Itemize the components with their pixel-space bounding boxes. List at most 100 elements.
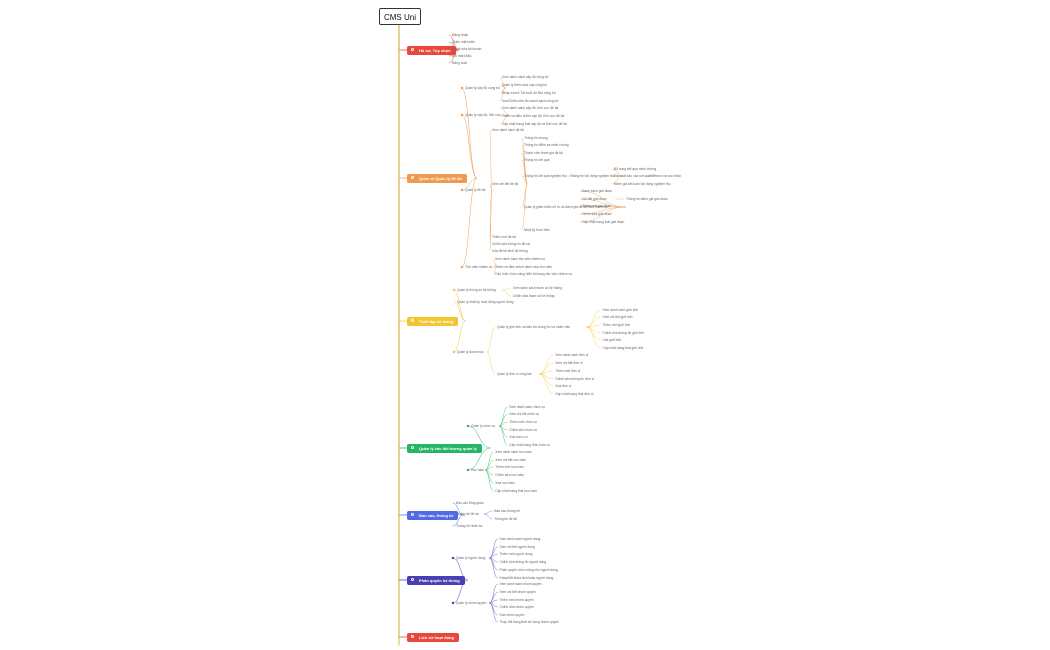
mind-map-node[interactable]: Xóa học hàm	[495, 481, 515, 485]
mind-map-node[interactable]: Xem chi tiết nhóm quyền	[499, 590, 536, 594]
mind-map-node[interactable]: Xem danh sách giới tính	[602, 308, 639, 312]
mind-map-node[interactable]: Thống kê nhân sự	[456, 524, 483, 528]
mind-map-node[interactable]: Báo cáo tổng quan	[456, 501, 484, 505]
mind-map-node[interactable]: Chỉnh sửa học hàm	[495, 473, 525, 477]
mind-map-node[interactable]: Thư viện nhiệm vụ	[465, 265, 493, 269]
mind-map-node[interactable]: Xóa đề tài khỏi hệ thống	[492, 249, 528, 253]
mind-map-node[interactable]: Chỉnh sửa nhóm quyền	[499, 605, 534, 609]
mind-map-node[interactable]: Nhật ký thực hiện	[524, 228, 550, 232]
mind-map-node[interactable]: Xem danh sách cấp độ, lĩnh vực đề tài	[502, 106, 559, 110]
mind-map-node[interactable]: Xem danh sách nhóm quyền	[499, 582, 542, 586]
mind-map-node[interactable]: Xóa chức vụ	[509, 435, 528, 439]
mind-map-node[interactable]: Chỉnh sửa giai đoạn	[582, 212, 612, 216]
mind-map-node[interactable]: Xem chi tiết giới tính	[602, 315, 633, 319]
mind-map-node[interactable]: Chi tiết giai đoạn	[582, 197, 607, 201]
mind-map-node[interactable]: Quản lý người dùng	[456, 556, 486, 560]
mind-map-node[interactable]: Xóa nhóm quyền	[499, 613, 525, 617]
mind-map-node[interactable]: Cập nhật trạng thái học hàm	[495, 489, 537, 493]
mind-map-node[interactable]: Xem danh sách cấp độ công bố	[502, 75, 549, 79]
mind-map-node[interactable]: Khóa/Mở khóa tài khoản người dùng	[499, 576, 554, 580]
mind-map-node[interactable]: Quản lý đề tài	[465, 188, 486, 192]
mind-map-node[interactable]: Xem danh sách học hàm	[495, 450, 532, 454]
mind-map-node[interactable]: Quản lý nhật ký hoạt động người dùng	[457, 300, 514, 304]
mind-map-node[interactable]: Cấu hình chức năng hiển thị trang thư vi…	[495, 272, 572, 276]
branch-node[interactable]: Hồ sơ, Tùy chọn	[407, 45, 456, 55]
branch-node[interactable]: Lịch sử hoạt động	[407, 632, 459, 642]
mind-map-node[interactable]: Kiểm tra và xác nhận	[650, 174, 681, 178]
mind-map-node[interactable]: Thêm mới giai đoạn	[582, 204, 612, 208]
mind-map-node[interactable]: Thêm mới nhóm quyền	[499, 598, 534, 602]
root-node[interactable]: CMS Uni	[379, 8, 421, 25]
mind-map-node[interactable]: Xem chi tiết đề tài	[492, 182, 519, 186]
mind-map-node[interactable]: Cập nhật trạng thái giới tính	[602, 346, 644, 350]
mind-map-node[interactable]: Xem chi tiết đơn vị	[555, 361, 583, 365]
mind-map-node[interactable]: Cập nhật trạng thái chức vụ	[509, 443, 550, 447]
branch-node[interactable]: Quản trị Quản lý đề tài	[407, 173, 467, 183]
mind-map-node[interactable]: Thêm mới người dùng	[499, 552, 533, 556]
mind-map-node[interactable]: Đăng xuất	[452, 61, 468, 65]
mind-map-node[interactable]: Xem chi tiết học hàm	[495, 458, 527, 462]
mind-map-node[interactable]: Xem danh sách người dùng	[499, 537, 541, 541]
mind-map-node[interactable]: Đánh giá kết luận hội đồng nghiệm thu	[614, 182, 671, 186]
branch-node[interactable]: Thiết lập hệ thống	[407, 316, 459, 326]
mind-map-node[interactable]: Xóa giới tính	[602, 338, 622, 342]
mind-map-node[interactable]: Thông tin chung	[524, 136, 548, 140]
mind-map-node[interactable]: Bổ sung kết quả minh chứng	[614, 167, 657, 171]
mind-map-node[interactable]: Quản lý thông số hệ thống	[457, 288, 496, 292]
mind-map-node[interactable]: Thêm mới đề tài	[492, 235, 516, 239]
mind-map-node[interactable]: Đăng nhập	[452, 33, 469, 37]
mind-map-node[interactable]: Thêm mới đơn vị	[555, 369, 581, 373]
mind-map-node[interactable]: Quản lý thêm sửa cấp công bố	[502, 83, 548, 87]
mind-map-node[interactable]: Cập nhật trạng thái cấp độ và lĩnh vực đ…	[502, 122, 567, 126]
mind-map-node[interactable]: Thêm và điều chỉnh cấp độ, lĩnh vực đề t…	[502, 114, 565, 118]
mind-map-node[interactable]: Chỉnh sửa thông tin giới tính	[602, 331, 645, 335]
mind-map-node[interactable]: Thông tin kết quả nghiệm thu	[524, 174, 567, 178]
mind-map-node[interactable]: Thành viên tham gia đề tài	[524, 151, 563, 155]
mind-map-node[interactable]: Thống kê đề tài	[456, 512, 479, 516]
mind-map-node[interactable]: Chỉnh sửa thông tin đơn vị	[555, 377, 595, 381]
mind-map-node[interactable]: Xem danh sách chức vụ	[509, 405, 545, 409]
mind-map-node[interactable]: Báo cáo thống kê	[494, 509, 520, 513]
mind-map-node[interactable]: Thống kê đề tài	[494, 517, 517, 521]
mind-map-node[interactable]: Thêm mới giới tính	[602, 323, 631, 327]
mind-map-node[interactable]: Xem chi tiết người dùng	[499, 545, 535, 549]
mind-map-node[interactable]: Quản lý danh mục	[457, 350, 484, 354]
mind-map-node[interactable]: Quản lý giới tính và dân tộc trong hồ sơ…	[497, 325, 571, 329]
mind-map-node[interactable]: Xem danh sách đề tài	[492, 128, 524, 132]
mind-map-node[interactable]: Chỉnh sửa chức vụ	[509, 428, 538, 432]
mind-map-node[interactable]: Thông tin đánh giá giai đoạn	[626, 197, 668, 201]
mind-map-node[interactable]: Quên mật khẩu	[452, 40, 475, 44]
mind-map-node[interactable]: Nhập excel/ Tải xuất dữ liệu công bố	[502, 91, 556, 95]
mind-map-node[interactable]: Xóa/Chỉnh sửa tên danh sách công bố	[502, 99, 559, 103]
mind-map-node[interactable]: Quản lý chức vụ	[471, 424, 496, 428]
mind-map-node[interactable]: Thêm mới chức vụ	[509, 420, 537, 424]
mind-map-node[interactable]: Xóa đơn vị	[555, 384, 572, 388]
mind-map-node[interactable]: Thêm và điều chỉnh danh mục thư viện	[495, 265, 553, 269]
branch-node[interactable]: Báo cáo, thống kê	[407, 510, 459, 520]
mind-map-node[interactable]: Thêm mới học hàm	[495, 465, 524, 469]
mind-map-node[interactable]: Chỉnh sửa thông tin người dùng	[499, 560, 547, 564]
mind-map-node[interactable]: Thông tin hội đồng nghiệm thu	[570, 174, 615, 178]
mind-map-node[interactable]: Chỉnh sửa thông tin đề tài	[492, 242, 530, 246]
mind-map-node[interactable]: Phân quyền chức năng cho người dùng	[499, 568, 558, 572]
mind-map-node[interactable]: Học hàm	[471, 468, 485, 472]
mind-map-node[interactable]: Chỉnh sửa tài khoản	[452, 47, 482, 51]
mind-map-node[interactable]: Quản lý cấp độ, lĩnh vực	[465, 113, 501, 117]
mind-map-node[interactable]: Chỉnh sửa tham số hệ thống	[512, 294, 555, 298]
mind-map-node[interactable]: Xem danh sách thư viện nhiệm vụ	[495, 257, 546, 261]
mind-map-node[interactable]: Quản lý nhóm quyền	[456, 601, 487, 605]
branch-node[interactable]: Phân quyền hệ thống	[407, 575, 465, 585]
mind-map-node[interactable]: Xem danh sách tham số hệ thống	[512, 286, 563, 290]
branch-node[interactable]: Quản lý các đối tượng quản lý	[407, 443, 482, 453]
mind-map-node[interactable]: Cập nhật trạng thái đơn vị	[555, 392, 594, 396]
mind-map-node[interactable]: Thông tin điểm và minh chứng	[524, 143, 569, 147]
mind-map-node[interactable]: Thay đổi trạng thái sử dụng nhóm quyền	[499, 620, 559, 624]
mind-map-node[interactable]: Xem danh sách đơn vị	[555, 353, 589, 357]
mind-map-node[interactable]: Cập nhật trạng thái giai đoạn	[582, 220, 625, 224]
mind-map-node[interactable]: Xem chi tiết chức vụ	[509, 412, 540, 416]
mind-map-node[interactable]: Đổi mật khẩu	[452, 54, 472, 58]
mind-map-node[interactable]: Tải xuất báo cáo kết quả	[614, 174, 651, 178]
mind-map-node[interactable]: Danh sách giai đoạn	[582, 189, 613, 193]
mind-map-node[interactable]: Thông tin kết quả	[524, 158, 550, 162]
mind-map-node[interactable]: Quản lý đơn vị công tác	[497, 372, 532, 376]
